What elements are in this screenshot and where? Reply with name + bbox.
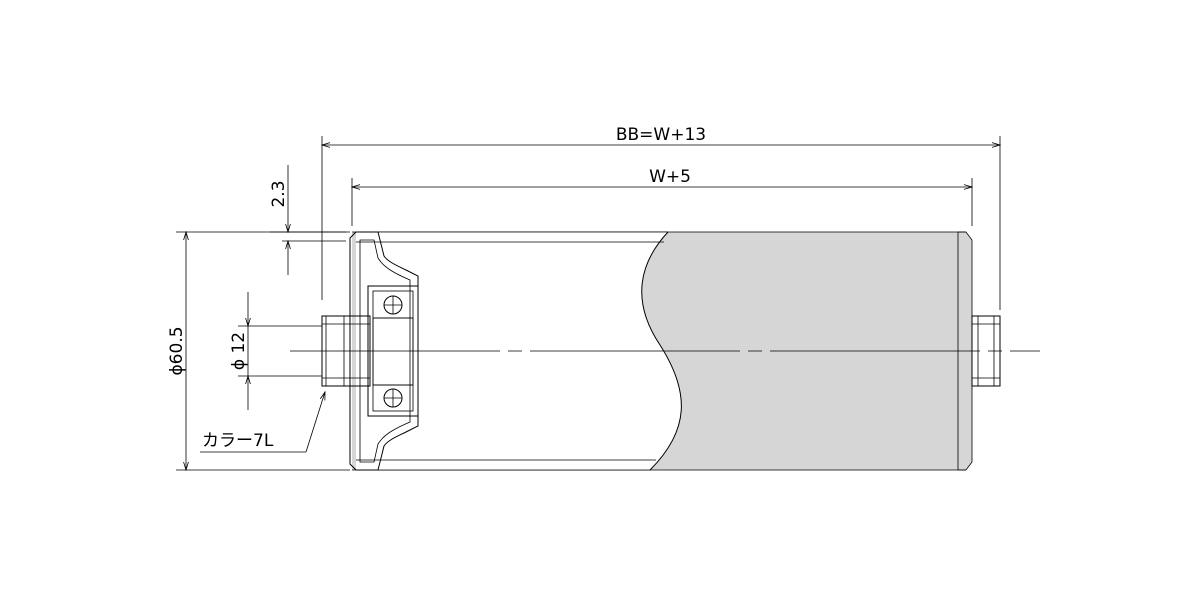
dimension-roller-dia: ϕ60.5 [167, 232, 350, 470]
dim-roller-dia-label: ϕ60.5 [167, 326, 187, 375]
dim-wall-offset-label: 2.3 [269, 180, 289, 207]
dim-shaft-dia-label: ϕ 12 [229, 332, 249, 370]
dim-overall-label: BB=W+13 [616, 125, 706, 145]
dimension-wall-offset: 2.3 [269, 165, 346, 275]
end-housing [349, 231, 419, 471]
collar-label: カラー7L [202, 431, 274, 451]
collar-leader: カラー7L [200, 392, 325, 453]
dim-tube-length-label: W+5 [649, 167, 691, 187]
dimension-shaft-dia: ϕ 12 [229, 292, 322, 410]
dimension-overall: BB=W+13 [322, 125, 1000, 310]
dimension-tube-length: W+5 [352, 167, 972, 226]
